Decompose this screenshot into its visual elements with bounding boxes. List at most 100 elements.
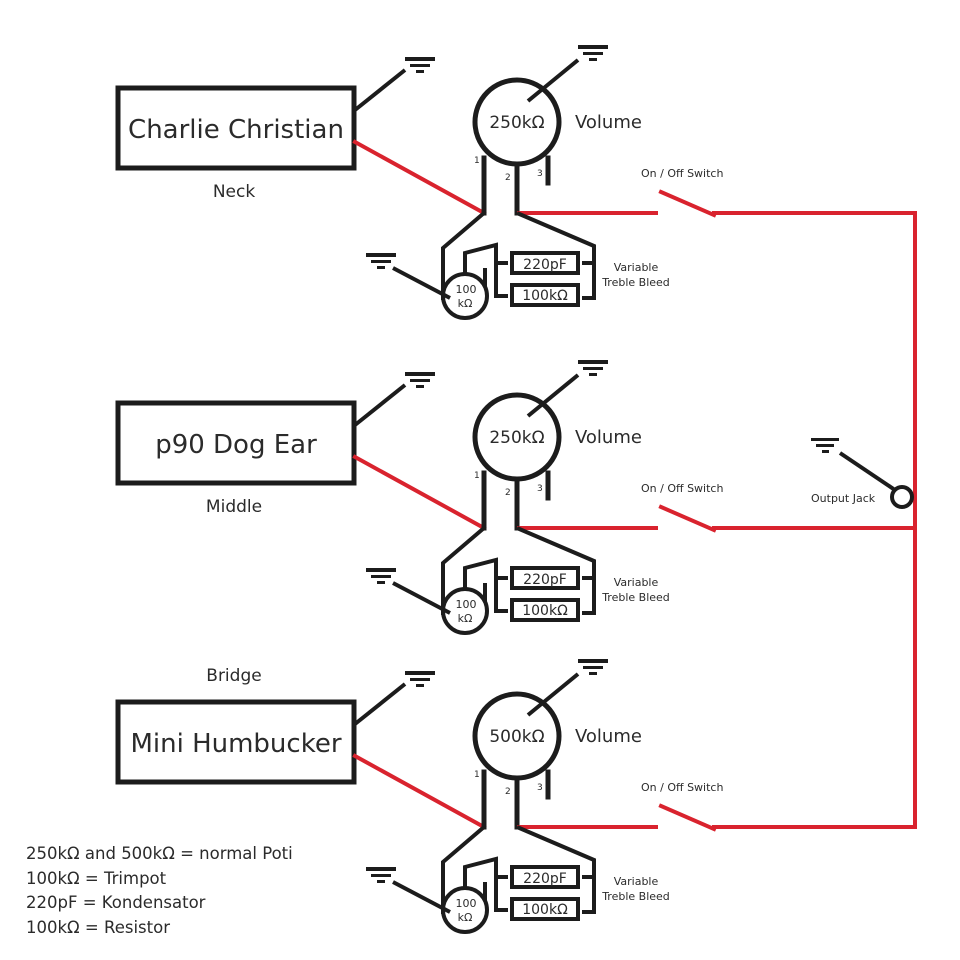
on-off-switch-icon[interactable] [658,803,717,832]
resistor-value: 100kΩ [522,288,568,304]
ground-symbol-icon [366,867,396,883]
trimpot-input-wire [441,211,486,300]
pickup-ground-wire [353,383,407,427]
output-jack-ground-wire [838,451,897,492]
pickup-hot-wire [352,753,487,830]
trimpot-unit: kΩ [458,911,473,924]
pickup-hot-wire [352,454,487,531]
trimpot-value: 100 [456,897,477,910]
trimpot-unit: kΩ [458,297,473,310]
ground-symbol-icon [405,671,435,687]
bleed-output-wire [516,211,596,300]
on-off-switch-label: On / Off Switch [641,167,723,180]
ground-symbol-icon [811,438,839,453]
trimpot-ground-wire [392,581,451,615]
pin-label: 1 [474,156,480,166]
capacitor-value: 220pF [523,572,567,588]
trimpot-value: 100 [456,598,477,611]
pot-ground-wire [526,58,580,103]
treble-bleed-label: Variable [614,875,659,888]
pickup-name: Charlie Christian [128,115,344,145]
legend-item: 220pF = Kondensator [26,893,206,912]
legend-item: 100kΩ = Trimpot [26,868,167,888]
output-jack: Output Jack [811,438,914,509]
volume-pot-icon [472,691,562,781]
pickup-box [115,699,357,785]
ground-symbol-icon [366,568,396,584]
pickup-ground-wire [353,682,407,726]
pin-label: 1 [474,770,480,780]
ground-symbol-icon [578,360,608,376]
legend-item: 250kΩ and 500kΩ = normal Poti [26,844,293,863]
ground-symbol-icon [578,45,608,61]
capacitor-icon [510,865,580,889]
bleed-output-wire [516,825,596,914]
resistor-left-lead [494,263,508,298]
trimpot-unit: kΩ [458,612,473,625]
resistor-left-lead [494,877,508,912]
capacitor-icon [510,566,580,590]
resistor-value: 100kΩ [522,603,568,619]
legend-item: 100kΩ = Resistor [26,917,170,937]
pin-label: 2 [505,488,511,498]
on-off-switch-label: On / Off Switch [641,781,723,794]
treble-bleed-label: Variable [614,576,659,589]
trimpot-ground-wire [392,880,451,914]
on-off-switch-icon[interactable] [658,189,717,218]
volume-pot-value: 250kΩ [489,113,544,133]
capacitor-value: 220pF [523,257,567,273]
pin-label: 2 [505,173,511,183]
volume-pot-label: Volume [575,427,642,448]
trimpot-input-wire [441,825,486,914]
output-jack-label: Output Jack [811,492,876,505]
trimpot-wiper-wire [463,557,508,591]
pickup-ground-wire [353,68,407,112]
capacitor-icon [510,251,580,275]
component-legend: 250kΩ and 500kΩ = normal Poti 100kΩ = Tr… [26,842,293,940]
resistor-left-lead [494,578,508,613]
ground-symbol-icon [366,253,396,269]
resistor-icon [510,598,580,622]
pin-label: 3 [537,169,543,179]
volume-pot-icon [472,77,562,167]
pin-label: 1 [474,471,480,481]
pot-ground-wire [526,373,580,418]
pickup-position-label: Bridge [206,666,261,686]
treble-bleed-label: Treble Bleed [601,890,670,903]
treble-bleed-label: Variable [614,261,659,274]
pickup-box [115,400,357,486]
volume-pot-label: Volume [575,726,642,747]
resistor-value: 100kΩ [522,902,568,918]
output-jack-icon [890,485,914,509]
treble-bleed-label: Treble Bleed [601,276,670,289]
pickup-name: Mini Humbucker [130,729,341,759]
pin-label: 3 [537,783,543,793]
capacitor-value: 220pF [523,871,567,887]
ground-symbol-icon [405,372,435,388]
pickup-hot-wire [352,139,487,216]
trimpot-wiper-wire [463,242,508,276]
pickup-position-label: Neck [213,182,256,202]
pin-label: 3 [537,484,543,494]
trimpot-wiper-wire [463,856,508,890]
pickup-box [115,85,357,171]
ground-symbol-icon [405,57,435,73]
trimpot-ground-wire [392,266,451,300]
volume-pot-icon [472,392,562,482]
bleed-output-wire [516,526,596,615]
pickup-name: p90 Dog Ear [155,430,317,460]
pickup-position-label: Middle [206,497,262,517]
volume-pot-value: 250kΩ [489,428,544,448]
resistor-icon [510,283,580,307]
on-off-switch-icon[interactable] [658,504,717,533]
pot-ground-wire [526,672,580,717]
volume-pot-label: Volume [575,112,642,133]
ground-symbol-icon [578,659,608,675]
volume-pot-value: 500kΩ [489,727,544,747]
treble-bleed-label: Treble Bleed [601,591,670,604]
on-off-switch-label: On / Off Switch [641,482,723,495]
